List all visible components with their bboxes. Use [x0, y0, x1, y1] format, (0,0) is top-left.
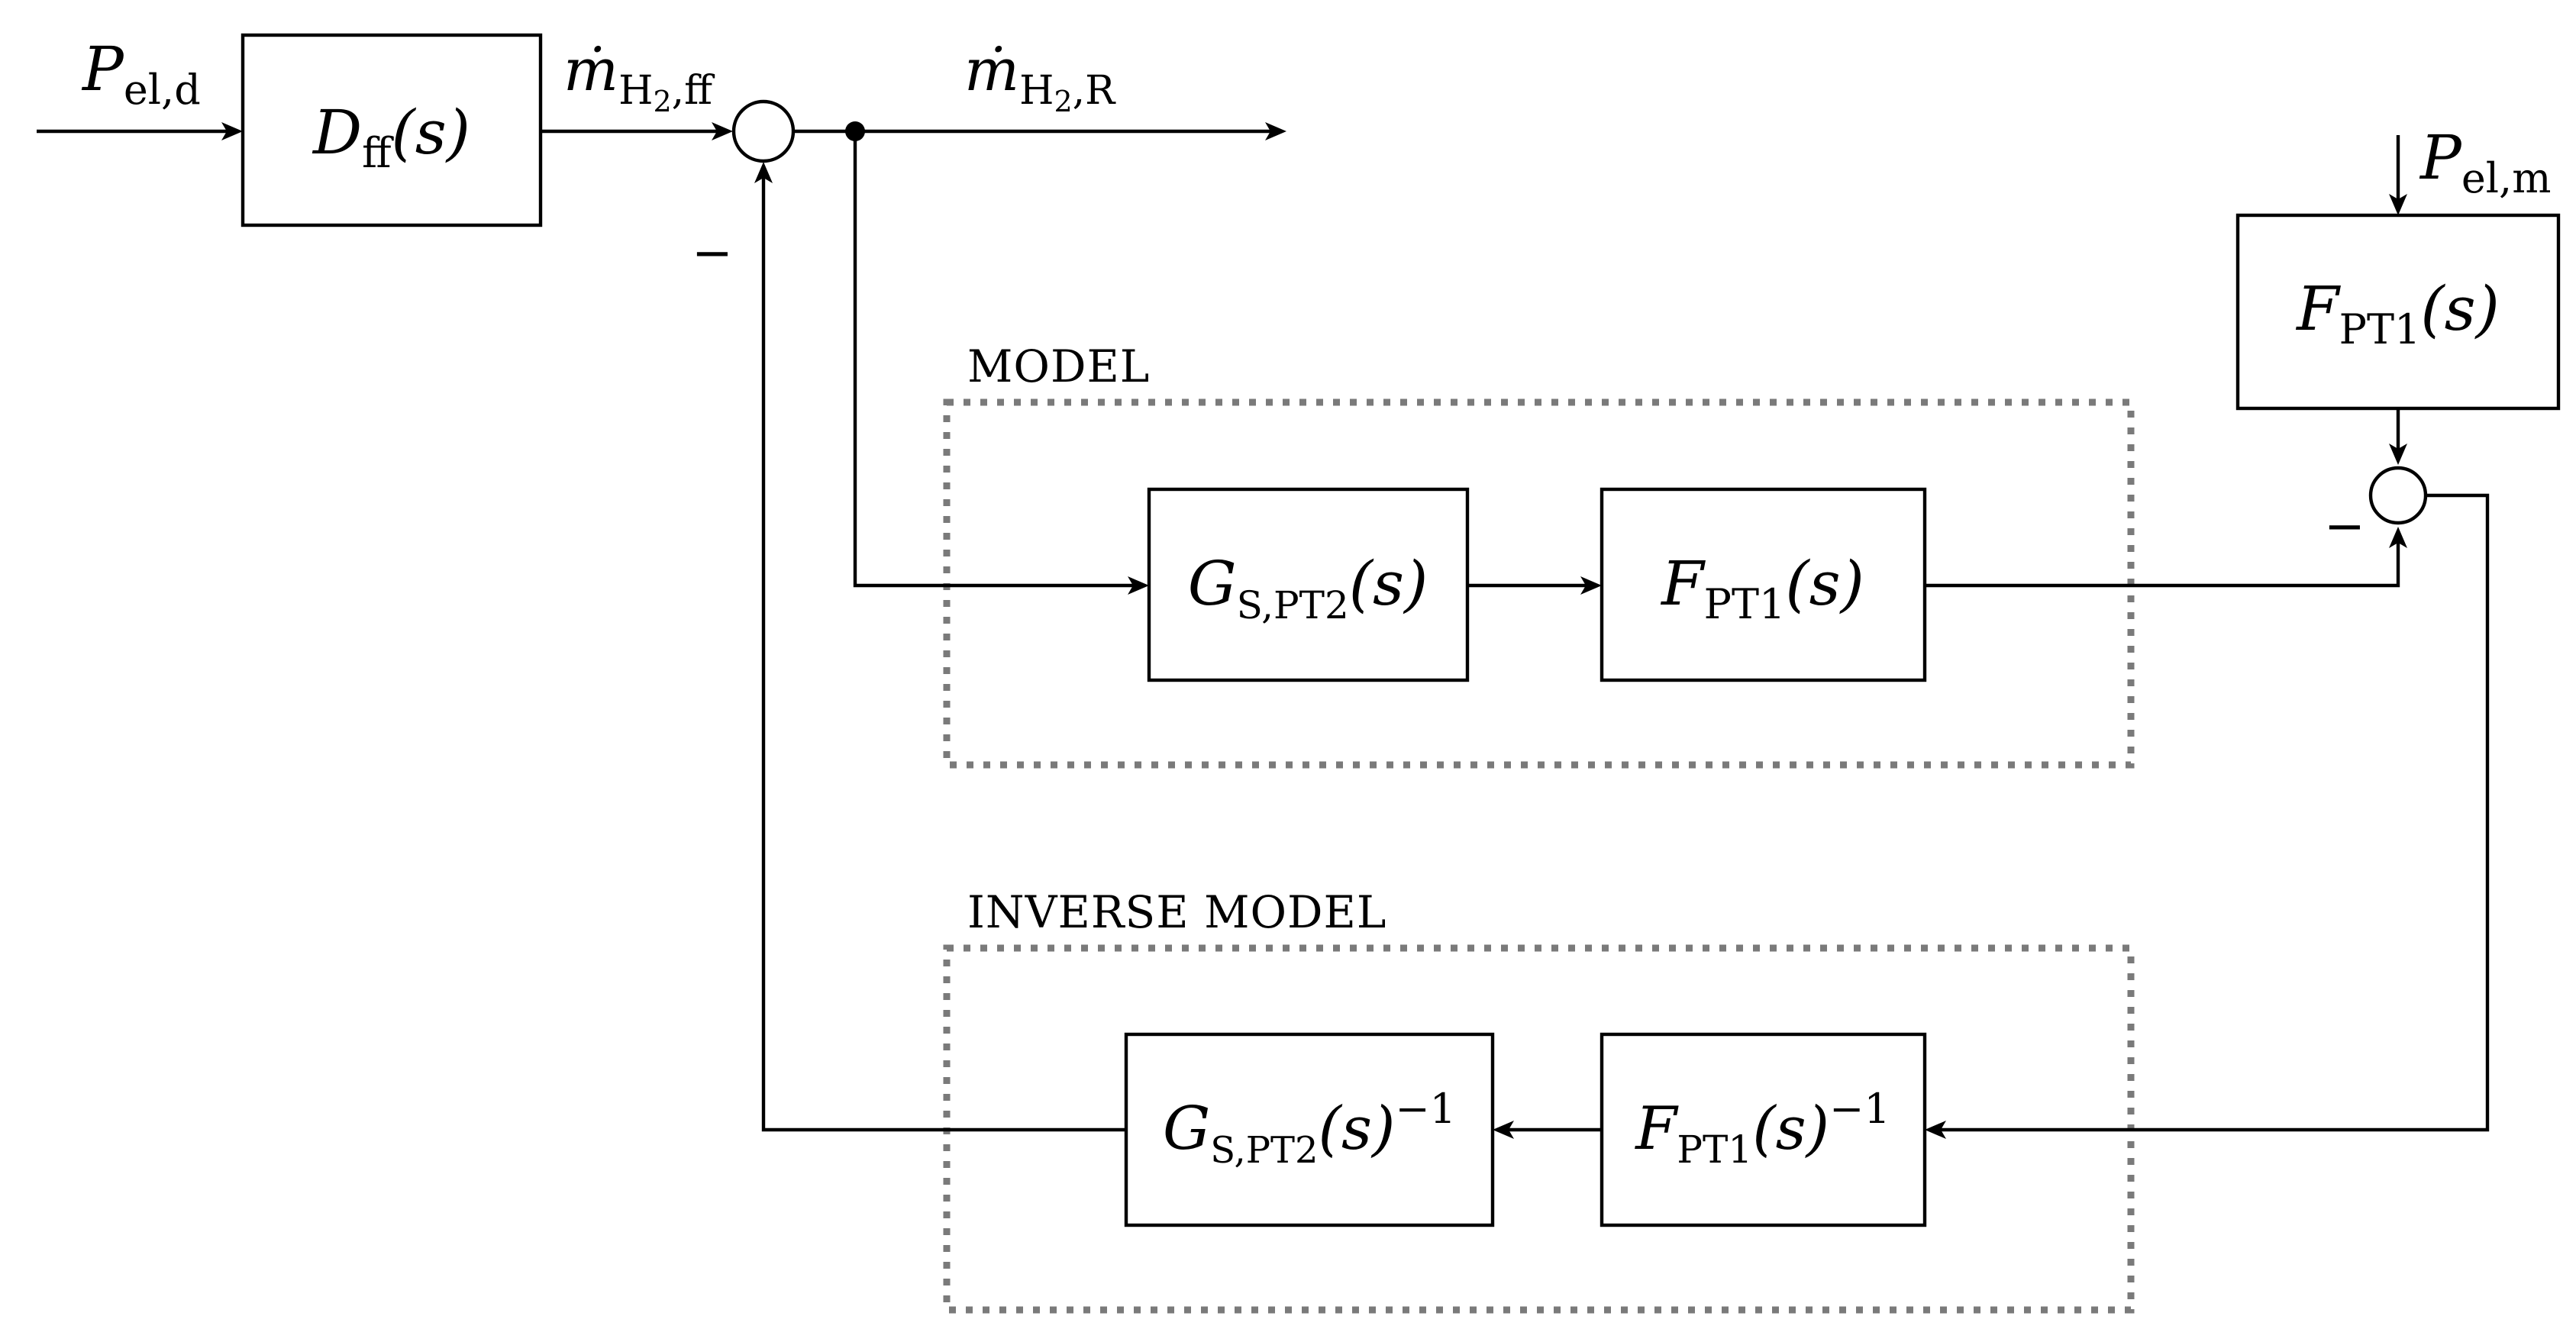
- block-f-pt1-top-label: FPT1(s): [2295, 273, 2500, 353]
- arrowhead-g-s-pt2-inv-in: [1493, 1121, 1514, 1139]
- signal-label-m-h2-r: ṁH2,R: [964, 36, 1116, 118]
- arrowhead-sum1-in: [712, 122, 733, 140]
- model-group-frame: [943, 398, 2135, 769]
- wire-feedback-to-sum1: [761, 177, 1126, 1132]
- block-f-pt1-top: [2235, 213, 2561, 411]
- inverse-model-label: INVERSE MODEL: [967, 886, 1386, 938]
- block-g-s-pt2: [1147, 487, 1470, 682]
- block-d-ff: [240, 33, 543, 227]
- block-f-pt1-model: [1600, 487, 1927, 682]
- wire-model-to-sum2: [1925, 540, 2400, 588]
- block-g-s-pt2-inverse: [1124, 1032, 1495, 1227]
- arrowhead-d-ff-in: [221, 122, 243, 140]
- arrowhead-g-s-pt2-in: [1128, 576, 1149, 595]
- wire-sum2-to-inverse: [1939, 493, 2490, 1132]
- sum-junction-1: [731, 99, 796, 163]
- arrowhead-f-pt1-inv-in: [1925, 1121, 1946, 1139]
- block-g-s-pt2-inverse-label: GS,PT2(s)−1: [1163, 1085, 1456, 1172]
- arrowhead-sum2-top-in: [2389, 444, 2407, 465]
- arrowhead-f-pt1-model-in: [1580, 576, 1602, 595]
- arrowhead-sum1-bottom-in: [754, 162, 773, 183]
- input-label-p-el-m: Pel,m: [2419, 122, 2551, 202]
- block-d-ff-label: Dff(s): [312, 97, 470, 177]
- sum1-minus-sign: −: [692, 225, 733, 282]
- block-f-pt1-inverse-label: FPT1(s)−1: [1634, 1085, 1890, 1172]
- block-f-pt1-model-label: FPT1(s): [1660, 548, 1864, 628]
- arrowhead-f-pt1-top-in: [2389, 194, 2407, 215]
- signal-label-m-h2-ff: ṁH2,ff: [563, 36, 715, 118]
- arrowhead-output: [1265, 122, 1286, 140]
- model-label: MODEL: [967, 340, 1150, 392]
- arrowhead-sum2-bottom-in: [2389, 527, 2407, 548]
- sum-junction-2: [2368, 466, 2428, 525]
- block-f-pt1-inverse: [1600, 1032, 1927, 1227]
- sum2-minus-sign: −: [2324, 498, 2365, 555]
- wire-branch-to-model: [853, 131, 1134, 588]
- block-g-s-pt2-label: GS,PT2(s): [1188, 548, 1428, 627]
- input-label-p-el-d: Pel,d: [81, 34, 201, 114]
